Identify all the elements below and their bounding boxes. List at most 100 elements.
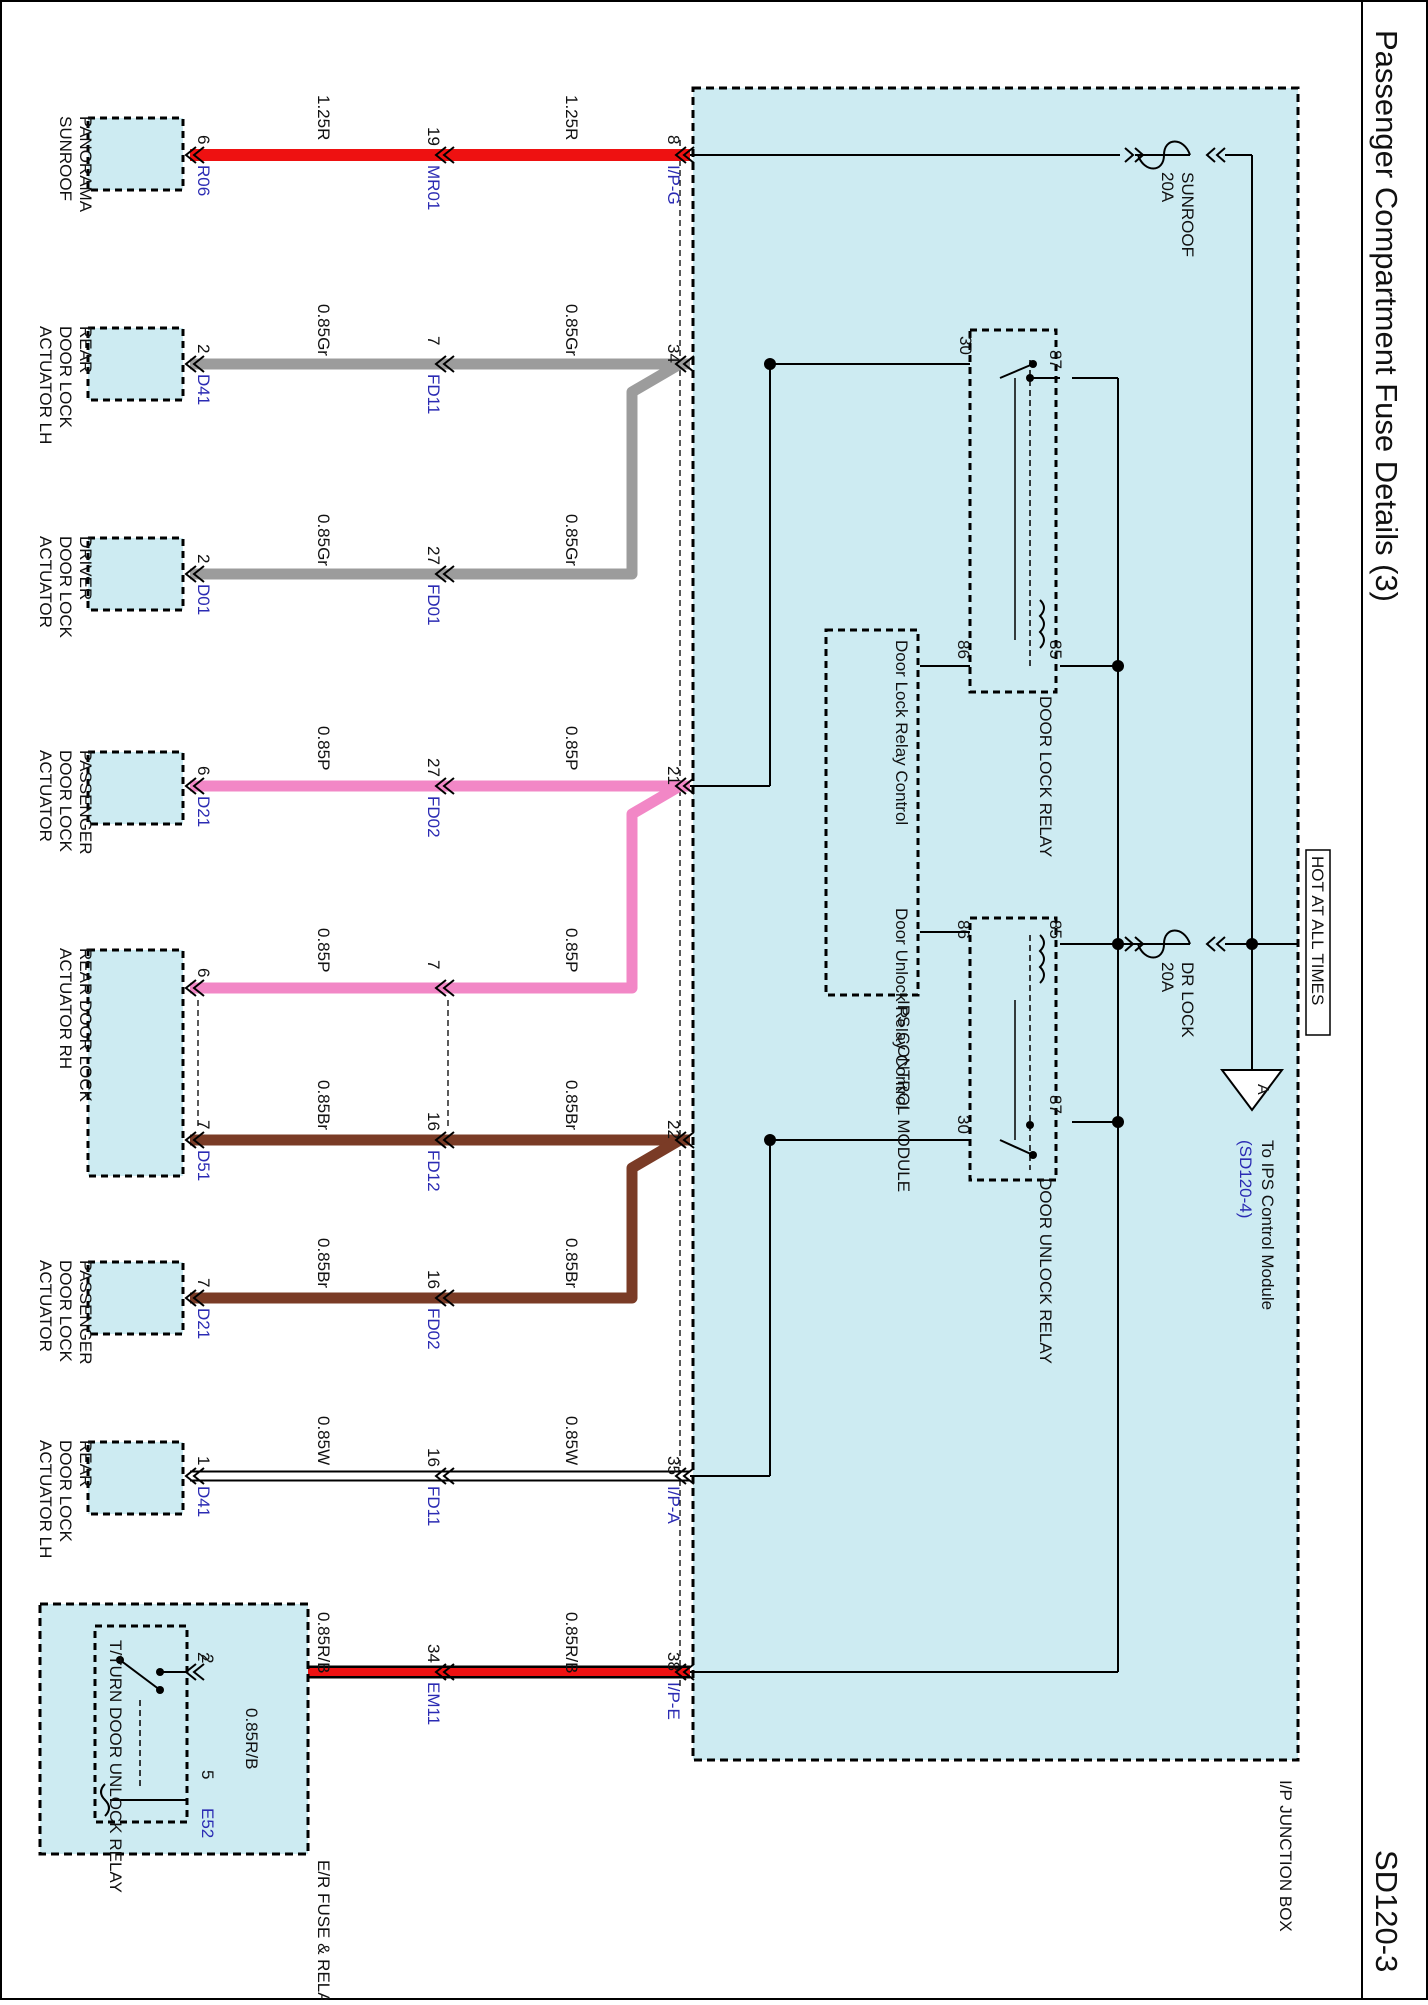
component-name-line: REAR	[76, 326, 95, 373]
component-connector-id[interactable]: D01	[194, 584, 213, 615]
component-name-line: REAR DOOR LOCK	[76, 948, 95, 1103]
component-name-line: DOOR LOCK	[56, 1260, 75, 1363]
inline-connector-icon	[434, 1289, 455, 1307]
component-name-line: ACTUATOR	[36, 750, 55, 842]
component-box	[86, 1260, 185, 1336]
offpage-connector-a: A To IPS Control Module (SD120-4)	[1220, 1069, 1284, 1310]
wire-spec-inner: 0.85P	[314, 726, 333, 770]
component-connector-id[interactable]: D41	[194, 1486, 213, 1517]
wire-spec-outer: 0.85P	[562, 928, 581, 972]
wire-spec-inner: 0.85Gr	[314, 304, 333, 356]
dr-lock-fuse-rating: 20A	[1158, 962, 1177, 993]
inline-connector-id[interactable]: FD02	[424, 796, 443, 838]
door-unlock-relay-pin-30: 30	[954, 1115, 973, 1134]
jb-connector-id[interactable]: I/P-G	[664, 165, 683, 205]
jb-connector-id[interactable]: I/P-A	[664, 1486, 683, 1524]
component-name-line: PASSENGER	[76, 1260, 95, 1365]
inline-pin-number: 19	[424, 127, 443, 146]
inline-connector-icon	[434, 1467, 455, 1485]
inline-connector-id[interactable]: FD02	[424, 1308, 443, 1350]
jb-connector-id[interactable]: I/P-E	[664, 1682, 683, 1720]
wire-spec-outer: 0.85Gr	[562, 304, 581, 356]
inline-pin-number: 34	[424, 1644, 443, 1663]
wire-spec-outer: 0.85Br	[562, 1238, 581, 1288]
er-conn[interactable]: E52	[198, 1808, 217, 1838]
inline-connector-id[interactable]: FD01	[424, 584, 443, 626]
component-connector-icon	[184, 979, 205, 997]
component-pin-number: 2	[194, 344, 213, 353]
jb-pin-number: 38	[664, 1652, 683, 1671]
component-connector-id[interactable]: D51	[194, 1150, 213, 1181]
inline-connector-id[interactable]: MR01	[424, 165, 443, 210]
hot-at-all-times-label: HOT AT ALL TIMES	[1308, 856, 1327, 1005]
wire-spec-inner: 0.85P	[314, 928, 333, 972]
er-pin-a: 2	[198, 1654, 217, 1663]
page-title: Passenger Compartment Fuse Details (3)	[1369, 30, 1404, 602]
inline-connector-icon	[434, 565, 455, 583]
dr-lock-fuse-name: DR LOCK	[1178, 962, 1197, 1038]
component-pin-number: 6	[194, 766, 213, 775]
door-unlock-relay-pin-87: 87	[1046, 1095, 1065, 1114]
wire-brown-passenger	[190, 1135, 683, 1304]
jb-pin-number: 8	[664, 135, 683, 144]
component-name-line: DOOR LOCK	[56, 326, 75, 429]
component-box	[86, 116, 185, 192]
wire-spec-inner: 0.85R/B	[314, 1612, 333, 1673]
door-unlock-relay-label: DOOR UNLOCK RELAY	[1036, 1178, 1055, 1364]
component-box	[86, 750, 185, 826]
component-name-line: PANORAMA	[76, 116, 95, 213]
wire-spec-outer: 0.85W	[562, 1416, 581, 1465]
offpage-ref-link[interactable]: (SD120-4)	[1236, 1140, 1255, 1218]
jb-pin-number: 21	[664, 766, 683, 785]
inline-connector-icon	[434, 1131, 455, 1149]
component-pin-number: 6	[194, 135, 213, 144]
door-lock-relay-pin-30: 30	[956, 336, 975, 355]
offpage-letter: A	[1254, 1084, 1271, 1095]
hot-at-all-times-box	[1305, 849, 1331, 1036]
inline-connector-id[interactable]: FD11	[424, 374, 443, 414]
inline-pin-number: 7	[424, 960, 443, 969]
er-fuse-relay-box: T/TURN DOOR UNLOCK RELAY E/R FUSE & RELA…	[38, 1602, 333, 2005]
inline-connector-icon	[434, 777, 455, 795]
component-name-line: ACTUATOR	[36, 1260, 55, 1352]
bus-junction-dots	[764, 358, 1258, 1146]
component-connector-id[interactable]: D41	[194, 374, 213, 405]
inline-connector-id[interactable]: EM11	[424, 1682, 443, 1725]
door-unlock-relay-control: Door Unlock Relay Control	[892, 908, 911, 1109]
offpage-text[interactable]: To IPS Control Module	[1258, 1140, 1277, 1310]
inline-connector-id[interactable]: FD11	[424, 1486, 443, 1526]
component-pin-number: 2	[194, 554, 213, 563]
component-name-line: DRIVER	[76, 536, 95, 600]
wire-spec-inner: 0.85Gr	[314, 514, 333, 566]
component-name-line: DOOR LOCK	[56, 1440, 75, 1543]
component-connector-id[interactable]: R06	[194, 165, 213, 196]
component-name-line: DOOR LOCK	[56, 536, 75, 639]
component-pin-number: 2	[194, 1652, 213, 1661]
er-box-name: E/R FUSE & RELAY BOX	[314, 1860, 333, 2000]
jb-pin-number: 34	[664, 344, 683, 363]
jb-connector-icon	[674, 146, 695, 164]
component-connector-id[interactable]: D21	[194, 1308, 213, 1339]
inline-pin-number: 16	[424, 1270, 443, 1289]
wire-spec-inner: 1.25R	[314, 95, 333, 140]
er-loop-wire: 0.85R/B	[242, 1708, 261, 1769]
component-box	[86, 326, 185, 402]
component-box	[86, 948, 185, 1178]
inline-connector-icon	[434, 1663, 455, 1681]
component-connector-id[interactable]: D21	[194, 796, 213, 827]
wire-gray-driver	[445, 359, 683, 580]
wire-pink-rear-rh	[190, 781, 683, 994]
inline-pin-number: 16	[424, 1112, 443, 1131]
door-lock-relay-control: Door Lock Relay Control	[892, 640, 911, 825]
inline-connector-id[interactable]: FD12	[424, 1150, 443, 1192]
jb-pin-number: 35	[664, 1456, 683, 1475]
jb-connector-icon	[674, 1467, 695, 1485]
inline-connector-icon	[434, 979, 455, 997]
component-connector-icon	[184, 146, 205, 164]
component-name-line: REAR	[76, 1440, 95, 1487]
component-name-line: DOOR LOCK	[56, 750, 75, 853]
component-connector-icon	[184, 1663, 205, 1681]
